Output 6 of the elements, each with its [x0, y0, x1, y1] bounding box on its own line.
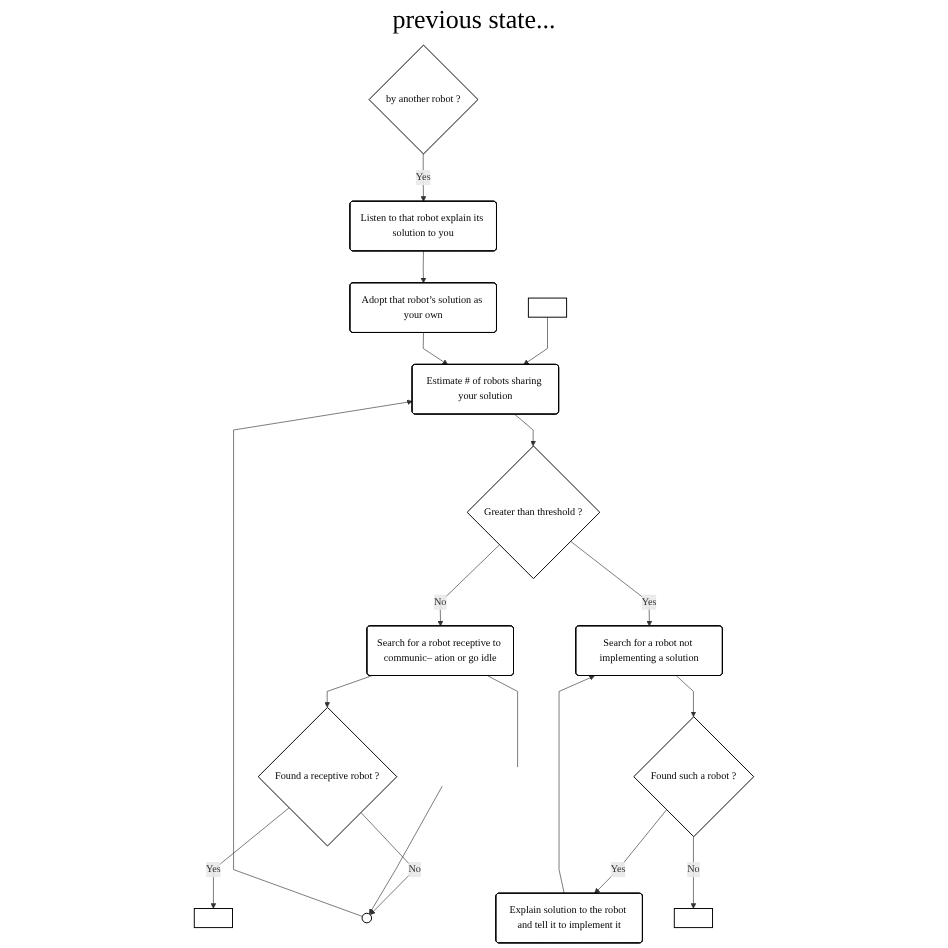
node-box	[193, 908, 233, 929]
connector	[487, 675, 518, 768]
node-box	[673, 908, 714, 929]
node-box	[527, 297, 568, 318]
node-circle	[361, 912, 373, 924]
note-text: previous state...	[390, 4, 558, 36]
